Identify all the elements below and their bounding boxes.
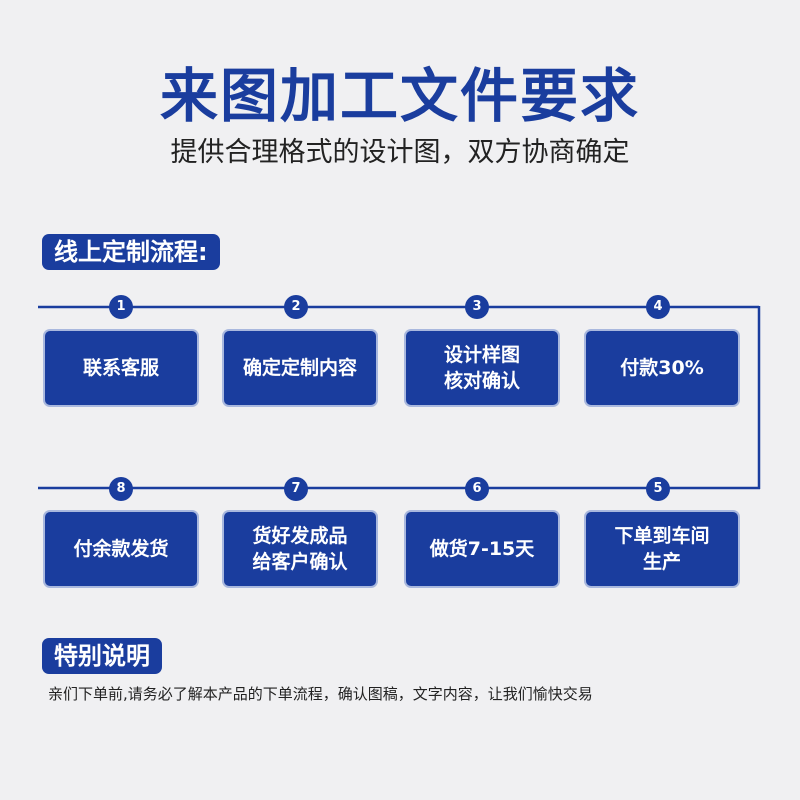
flow-section-label: 线上定制流程: <box>42 234 220 270</box>
step-box-6: 做货7-15天 <box>406 512 558 586</box>
step-number-5: 5 <box>646 477 670 501</box>
step-box-5: 下单到车间 生产 <box>586 512 738 586</box>
step-box-2: 确定定制内容 <box>224 331 376 405</box>
step-box-8: 付余款发货 <box>45 512 197 586</box>
step-box-7: 货好发成品 给客户确认 <box>224 512 376 586</box>
step-number-3: 3 <box>465 295 489 319</box>
page-subtitle: 提供合理格式的设计图，双方协商确定 <box>170 137 630 168</box>
page-title: 来图加工文件要求 <box>159 62 640 130</box>
step-number-7: 7 <box>284 477 308 501</box>
step-number-2: 2 <box>284 295 308 319</box>
note-text: 亲们下单前,请务必了解本产品的下单流程，确认图稿，文字内容，让我们愉快交易 <box>48 685 593 703</box>
step-number-6: 6 <box>465 477 489 501</box>
step-box-3: 设计样图 核对确认 <box>406 331 558 405</box>
step-number-1: 1 <box>109 295 133 319</box>
note-section-label: 特别说明 <box>42 638 162 674</box>
step-number-4: 4 <box>646 295 670 319</box>
step-number-8: 8 <box>109 477 133 501</box>
step-box-1: 联系客服 <box>45 331 197 405</box>
step-box-4: 付款30% <box>586 331 738 405</box>
